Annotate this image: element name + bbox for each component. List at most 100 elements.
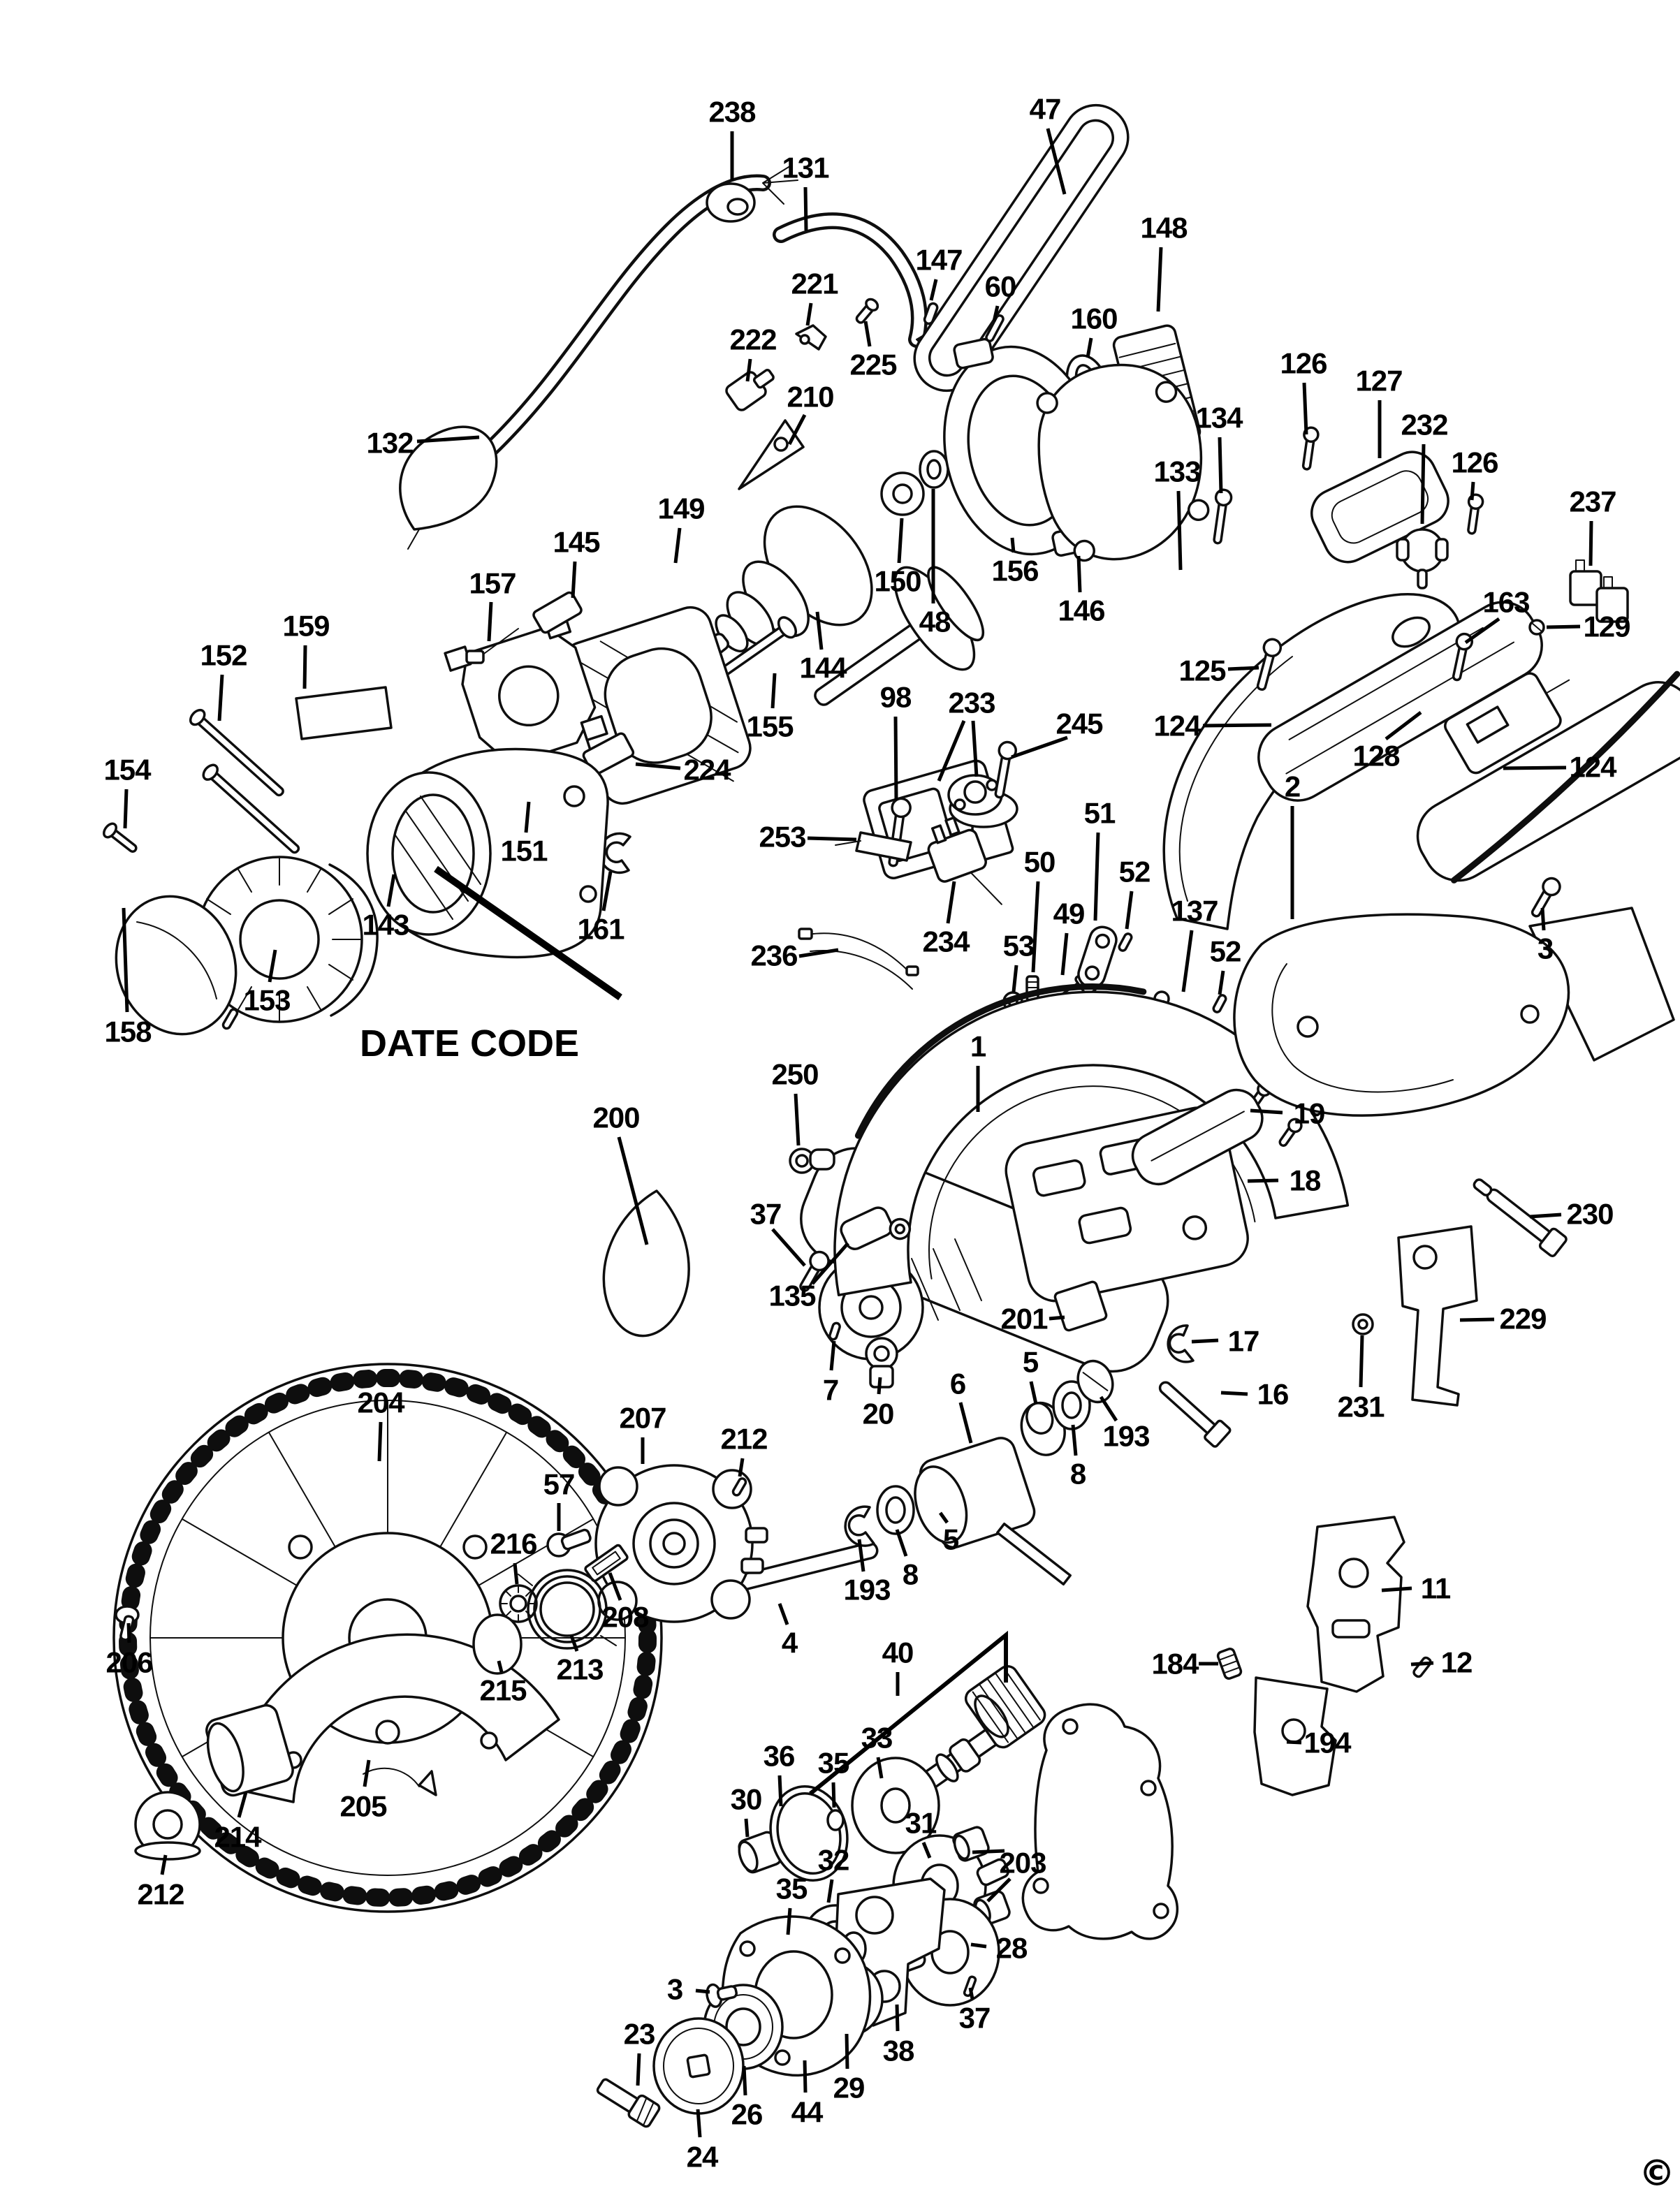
leader-line-216	[513, 1562, 519, 1585]
callout-156: 156	[991, 555, 1038, 587]
leader-line-24	[696, 2109, 702, 2138]
leader-line-17	[1191, 1338, 1219, 1344]
leader-line-125	[1227, 666, 1259, 671]
callout-238: 238	[708, 96, 756, 129]
leader-line-143	[386, 874, 396, 907]
leader-line-37	[771, 1228, 806, 1267]
callout-153: 153	[243, 984, 290, 1017]
callout-163: 163	[1482, 586, 1529, 619]
callout-125: 125	[1178, 654, 1226, 687]
callout-128: 128	[1352, 740, 1400, 772]
callout-146: 146	[1058, 594, 1104, 627]
part-bolt-16	[1158, 1381, 1232, 1448]
leader-line-8	[895, 1529, 908, 1557]
part-link-51	[1077, 925, 1118, 989]
part-screw-134	[1213, 488, 1233, 545]
part-end-housing-146	[1036, 363, 1210, 562]
leader-line-152	[217, 674, 224, 721]
part-handle-half-124b	[1416, 671, 1680, 884]
callout-149: 149	[657, 492, 704, 525]
part-spacer-6	[914, 1437, 1072, 1585]
leader-line-28	[970, 1942, 987, 1949]
part-plug-234	[927, 816, 1002, 905]
part-bolt-20	[865, 1337, 898, 1389]
leader-line-3	[1540, 907, 1546, 931]
part-trigger-switch-128	[1444, 672, 1570, 775]
callout-33: 33	[861, 1722, 893, 1754]
part-bolt-23	[596, 2078, 661, 2128]
callout-129: 129	[1583, 610, 1630, 643]
leader-line-20	[877, 1377, 882, 1395]
leader-line-210	[787, 413, 807, 446]
part-lockoff-cam-233	[947, 774, 1018, 828]
leader-line-224	[635, 762, 681, 770]
part-pin-37b	[963, 1975, 977, 1998]
callout-229: 229	[1499, 1303, 1546, 1335]
part-washer-8a	[1052, 1380, 1091, 1430]
callout-52: 52	[1210, 935, 1241, 968]
leader-line-157	[487, 601, 493, 642]
copyright-symbol: ©	[1639, 2153, 1675, 2195]
part-screw-126a	[1301, 426, 1320, 471]
part-screw-126b	[1467, 493, 1484, 535]
leader-line-163	[1464, 617, 1500, 645]
leader-line-52	[1125, 891, 1134, 930]
callout-98: 98	[880, 681, 912, 714]
leader-line-213	[569, 1635, 579, 1652]
leader-line-53	[1011, 965, 1018, 992]
part-cap-212b	[134, 1791, 201, 1861]
leader-line-19	[1250, 1108, 1283, 1115]
part-spring-184	[1216, 1648, 1243, 1680]
part-pin-52b	[1212, 994, 1227, 1013]
part-screw-125	[1256, 638, 1283, 691]
annotation-bracket	[434, 865, 622, 1001]
leader-line-193	[1099, 1395, 1118, 1422]
callout-6: 6	[950, 1368, 965, 1400]
callout-131: 131	[782, 152, 829, 184]
leader-line-233	[937, 720, 966, 782]
callout-126: 126	[1280, 347, 1327, 380]
leader-line-151	[524, 801, 531, 833]
leader-line-231	[1359, 1335, 1364, 1388]
part-washer-8b	[876, 1485, 915, 1535]
callout-60: 60	[985, 270, 1016, 303]
callout-204: 204	[357, 1386, 405, 1419]
part-label-plate-159	[295, 686, 393, 740]
callout-237: 237	[1569, 485, 1616, 518]
callout-201: 201	[1000, 1303, 1048, 1335]
callout-245: 245	[1056, 708, 1103, 740]
leader-line-156	[1010, 537, 1016, 553]
callout-233: 233	[948, 687, 995, 719]
callout-26: 26	[731, 2098, 763, 2131]
callout-216: 216	[490, 1527, 536, 1560]
leader-line-51	[1093, 832, 1100, 921]
callout-30: 30	[731, 1783, 762, 1816]
leader-line-230	[1529, 1212, 1562, 1219]
leader-line-203	[972, 1849, 1005, 1854]
callout-210: 210	[787, 381, 833, 413]
callout-5: 5	[943, 1523, 959, 1556]
callout-32: 32	[818, 1844, 849, 1877]
callout-232: 232	[1401, 409, 1447, 441]
leader-line-253	[807, 836, 857, 842]
callout-222: 222	[729, 323, 776, 356]
leader-line-193	[857, 1539, 865, 1572]
callout-230: 230	[1566, 1198, 1613, 1231]
callout-250: 250	[771, 1058, 818, 1091]
part-bracket-11	[1306, 1516, 1405, 1693]
part-screw-3b	[706, 1983, 738, 2008]
part-ring-231	[1352, 1313, 1374, 1335]
callout-35: 35	[818, 1747, 849, 1780]
callout-5: 5	[1023, 1346, 1039, 1379]
part-terminal-block-237	[1569, 559, 1629, 623]
callout-194: 194	[1303, 1727, 1352, 1759]
part-terminal-222	[725, 369, 775, 411]
part-screw-154	[103, 822, 138, 853]
part-screw-225	[855, 298, 879, 324]
callout-126: 126	[1451, 446, 1498, 479]
callout-2: 2	[1285, 770, 1300, 803]
leader-line-214	[237, 1792, 248, 1818]
leader-line-233	[971, 720, 979, 777]
part-spring-213	[518, 1569, 617, 1650]
